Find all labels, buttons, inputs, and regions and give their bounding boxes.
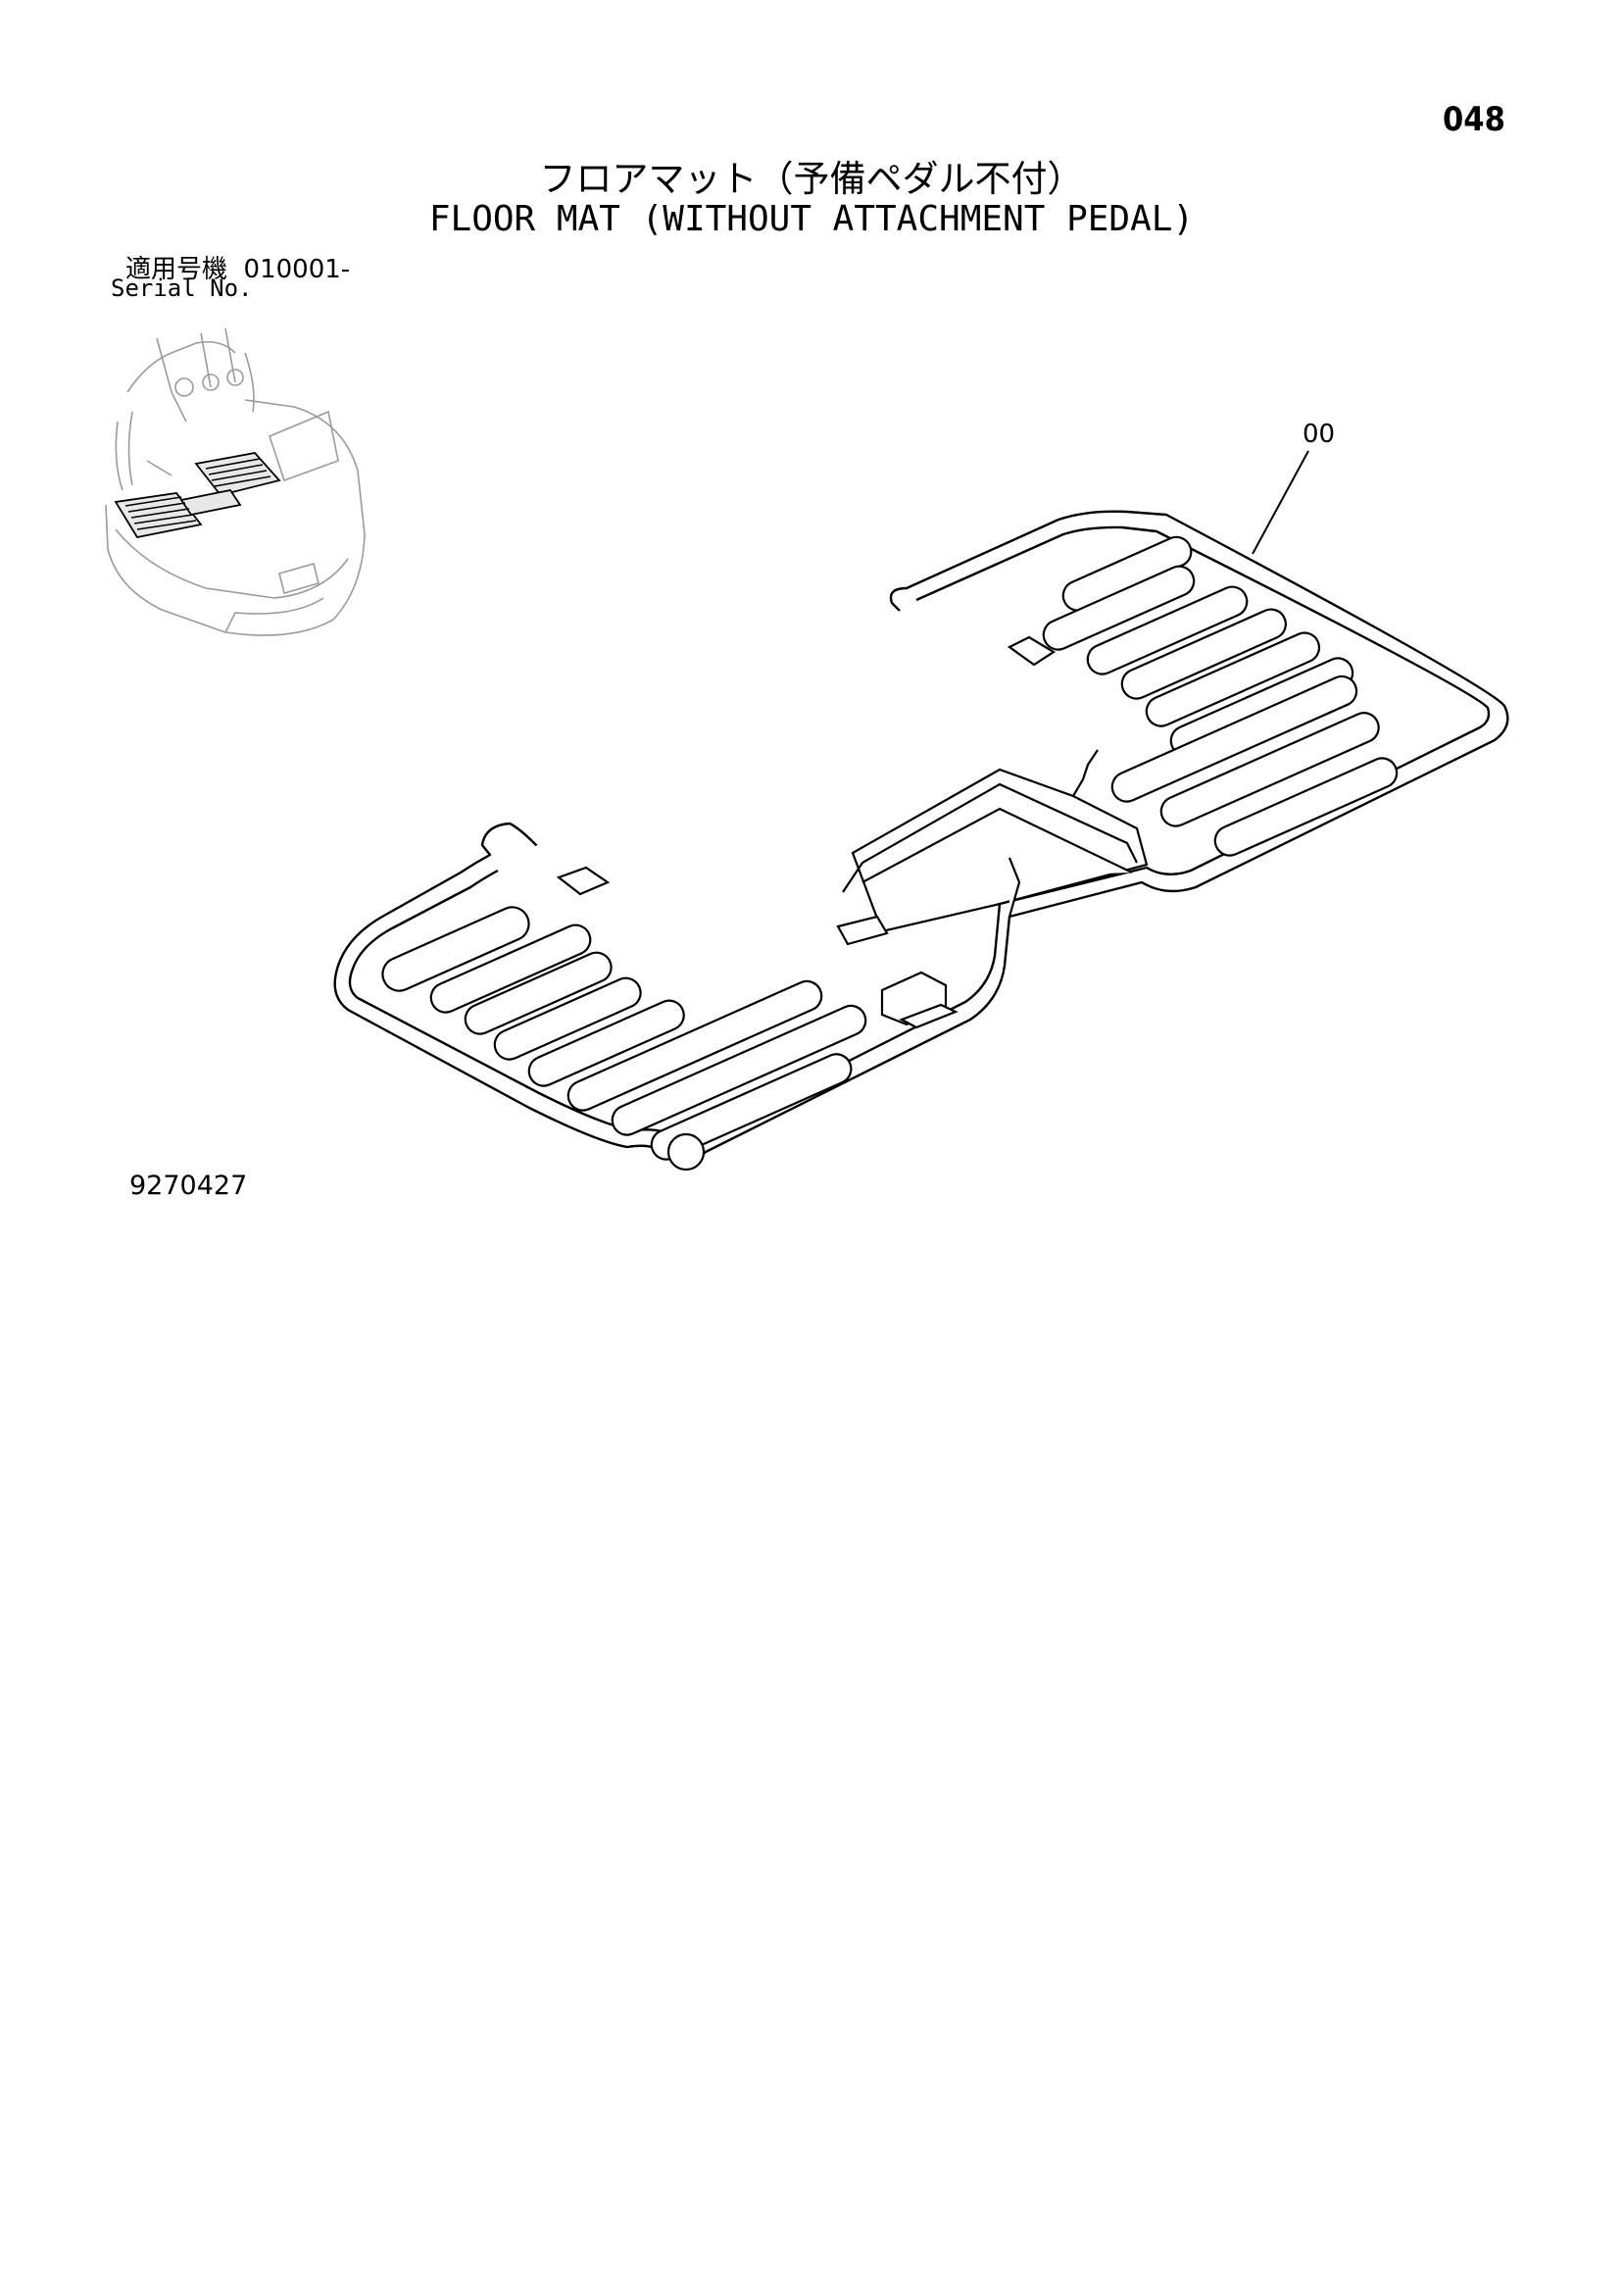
part-callout-00: 00 — [1303, 420, 1336, 449]
callout-leader-line — [1252, 450, 1309, 555]
serial-label-english: Serial No. — [111, 275, 253, 302]
title-japanese: フロアマット（予備ペダル不付） — [539, 158, 1084, 200]
serial-range: 010001- — [243, 255, 351, 284]
serial-label-japanese: 適用号機 — [125, 255, 228, 284]
serial-applicable-model: 適用号機 010001- — [125, 249, 350, 285]
title-english: FLOOR MAT (WITHOUT ATTACHMENT PEDAL) — [428, 199, 1195, 239]
page-number: 048 — [1443, 100, 1505, 139]
drawing-number: 9270427 — [129, 1171, 248, 1201]
